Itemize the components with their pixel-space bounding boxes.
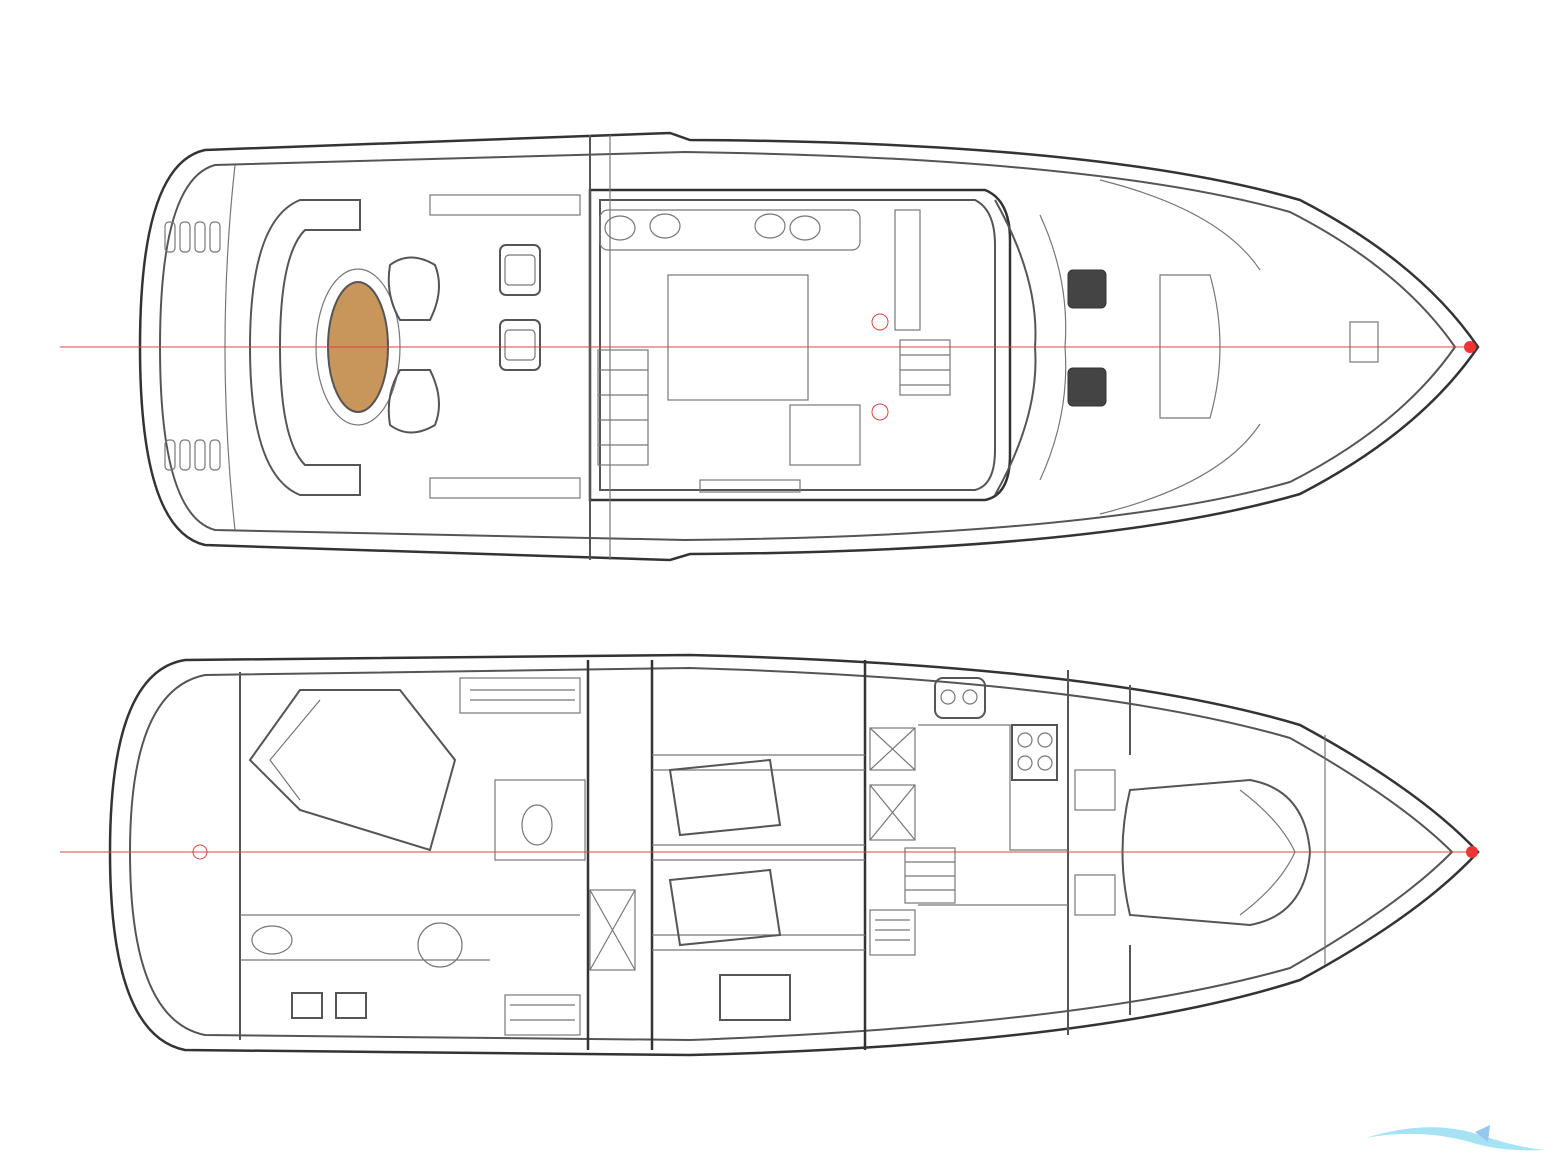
deck-hatch bbox=[1067, 269, 1107, 309]
generator bbox=[719, 974, 791, 1021]
storage-lockers bbox=[869, 727, 916, 841]
hatch-marker bbox=[871, 403, 889, 421]
upper-hull-outline bbox=[138, 131, 1480, 562]
cockpit-chair bbox=[387, 369, 440, 434]
toilet bbox=[251, 925, 293, 955]
helm-seat bbox=[499, 319, 541, 371]
engine-room bbox=[652, 754, 865, 1021]
aft-cabin-bed bbox=[248, 689, 457, 852]
galley-cooktop bbox=[1011, 724, 1058, 781]
engine bbox=[668, 758, 782, 837]
deck-hatch bbox=[1067, 367, 1107, 407]
lower-hull-outline bbox=[108, 653, 1480, 1057]
cockpit-sofa bbox=[248, 199, 361, 496]
stern-vents bbox=[164, 221, 221, 471]
lower-deck-plan bbox=[60, 653, 1480, 1057]
wardrobe bbox=[459, 677, 581, 1036]
upper-deck-surface bbox=[158, 150, 1457, 542]
washbasin bbox=[291, 992, 323, 1019]
foredeck-sunpad bbox=[1159, 274, 1221, 419]
hatch-marker bbox=[871, 313, 889, 331]
helm-console bbox=[789, 404, 861, 466]
stairs bbox=[597, 339, 951, 466]
upper-deck-plan bbox=[60, 131, 1480, 562]
helm-seat bbox=[499, 244, 541, 296]
saloon-dinette bbox=[599, 209, 861, 251]
cockpit-chair bbox=[387, 256, 440, 321]
shower bbox=[417, 922, 463, 968]
engine bbox=[668, 868, 782, 947]
washbasin bbox=[335, 992, 367, 1019]
watermark-logo bbox=[1365, 1125, 1545, 1151]
saloon-superstructure bbox=[588, 188, 1012, 502]
stairs bbox=[869, 847, 956, 956]
galley-sink bbox=[934, 677, 986, 719]
saloon-table bbox=[667, 274, 809, 401]
toilet bbox=[521, 804, 553, 846]
anchor-windlass bbox=[1349, 321, 1379, 363]
